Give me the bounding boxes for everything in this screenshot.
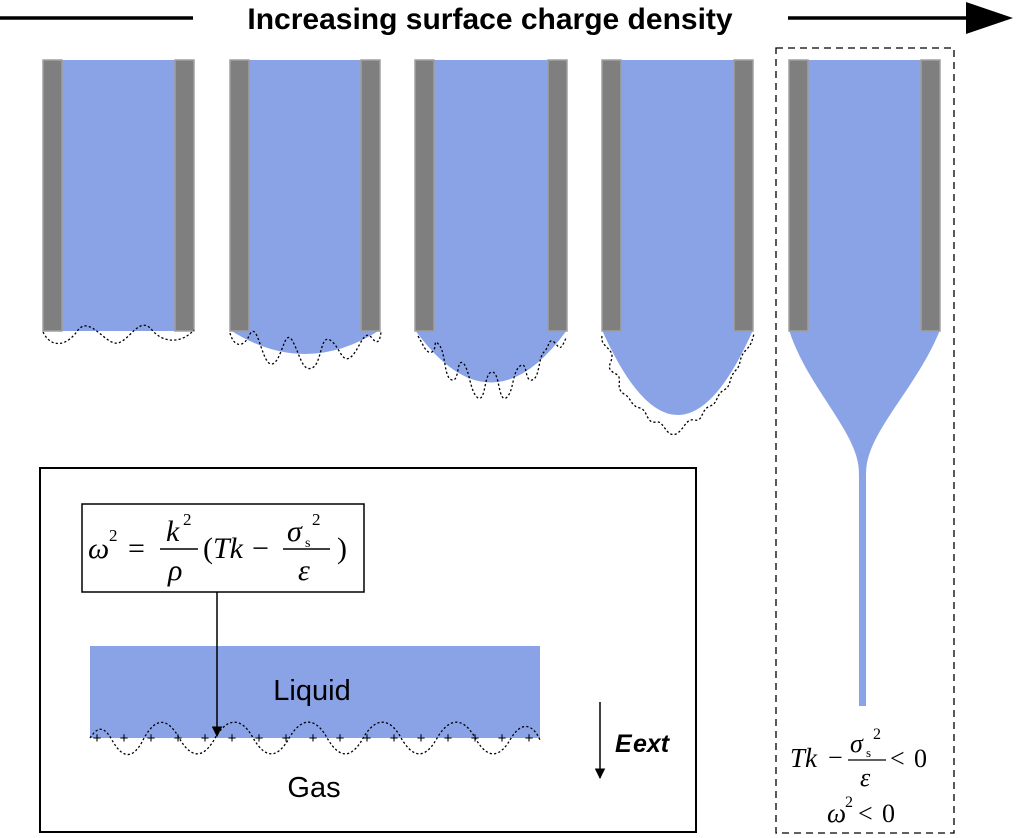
jet-cond-tk: Tk xyxy=(790,743,818,773)
surface-charge: + xyxy=(174,730,183,747)
disp-omega: ω xyxy=(88,532,109,565)
surface-charge: + xyxy=(417,730,426,747)
jet-omega-zero: 0 xyxy=(882,799,895,828)
surface-charge: + xyxy=(93,730,102,747)
nozzle-1-left-wall xyxy=(42,59,63,332)
disp-sigma-sub: s xyxy=(305,536,310,551)
jet-cond-zero: 0 xyxy=(914,744,927,773)
inset-surface-charges: + + + + + + + + + + + + + + + + + xyxy=(93,730,534,747)
surface-charge: + xyxy=(471,730,480,747)
nozzle-1-right-wall xyxy=(174,59,195,332)
surface-charge: + xyxy=(498,730,507,747)
nozzle-1 xyxy=(42,59,195,345)
disp-rho: ρ xyxy=(167,554,182,587)
nozzle-4-left-wall xyxy=(601,59,622,332)
nozzle-4-liquid xyxy=(602,60,753,415)
disp-sigma: σ xyxy=(287,515,303,548)
inset-gas-label: Gas xyxy=(287,772,340,804)
disp-equals: = xyxy=(128,532,145,565)
nozzle-3-right-wall xyxy=(547,59,568,332)
nozzle-4 xyxy=(601,59,755,436)
surface-charge: + xyxy=(336,730,345,747)
jet-liquid-in-nozzle xyxy=(808,60,921,331)
field-label-subscript: ext xyxy=(633,730,671,758)
nozzle-5-left-wall xyxy=(788,59,809,332)
surface-charge: + xyxy=(201,730,210,747)
jet-omega-lt: < xyxy=(858,799,873,828)
title-arrow-head xyxy=(966,2,1013,34)
surface-charge: + xyxy=(282,730,291,747)
title-arrow: Increasing surface charge density xyxy=(0,2,1013,36)
disp-lparen: ( xyxy=(203,532,213,565)
inset-liquid-label: Liquid xyxy=(273,675,350,707)
nozzle-3-perturbation-wave xyxy=(417,335,567,399)
nozzle-2-right-wall xyxy=(360,59,381,332)
jet-cond-minus: − xyxy=(828,743,843,772)
nozzle-2-left-wall xyxy=(229,59,250,332)
nozzle-3-left-wall xyxy=(414,59,435,332)
dispersion-relation-box xyxy=(81,503,365,593)
jet-cond-sigma-exp: 2 xyxy=(873,726,881,743)
jet-omega-condition: ω 2 < 0 xyxy=(827,794,895,828)
nozzle-2-meniscus-fill xyxy=(230,330,380,354)
nozzle-1-liquid xyxy=(62,60,175,331)
jet-omega: ω xyxy=(827,798,846,828)
surface-charge: + xyxy=(309,730,318,747)
disp-k: k xyxy=(166,515,180,548)
surface-charge: + xyxy=(147,730,156,747)
surface-charge: + xyxy=(228,730,237,747)
disp-k-exp: 2 xyxy=(183,510,192,529)
nozzle-1-perturbation-wave xyxy=(42,324,195,345)
jet-omega-exp: 2 xyxy=(845,794,853,811)
jet-cond-sigma: σ xyxy=(850,729,864,758)
jet-instability-condition: Tk − σ 2 s ε < 0 xyxy=(790,726,927,792)
nozzle-3 xyxy=(414,59,568,399)
surface-charge: + xyxy=(444,730,453,747)
jet-cone-and-jet xyxy=(789,330,940,706)
disp-sigma-exp: 2 xyxy=(312,510,321,529)
nozzle-3-liquid xyxy=(415,60,567,383)
nozzle-2-liquid xyxy=(249,60,361,353)
title-text: Increasing surface charge density xyxy=(247,3,733,36)
jet-panel-frame xyxy=(775,47,955,834)
jet-cond-lt: < xyxy=(890,744,905,773)
disp-rparen: ) xyxy=(337,532,347,565)
nozzle-4-perturbation-wave xyxy=(601,333,755,436)
disp-omega-exp: 2 xyxy=(109,526,118,545)
inset-interface-wave xyxy=(89,721,541,756)
disp-tk: Tk xyxy=(213,532,244,565)
disp-epsilon: ε xyxy=(298,554,310,587)
surface-charge: + xyxy=(363,730,372,747)
disp-minus: − xyxy=(252,532,269,565)
inset-panel: Liquid Gas + + + + + + + + + + + + + + +… xyxy=(39,467,697,833)
nozzle-2-perturbation-wave xyxy=(229,330,382,370)
jet-panel: Tk − σ 2 s ε < 0 ω 2 < 0 xyxy=(775,47,955,834)
nozzle-4-right-wall xyxy=(733,59,754,332)
field-label: E xyxy=(615,730,633,758)
surface-charge: + xyxy=(255,730,264,747)
external-field-indicator: E ext xyxy=(594,702,671,780)
surface-charge: + xyxy=(525,730,534,747)
jet-cond-sigma-sub: s xyxy=(866,745,871,760)
nozzle-2 xyxy=(229,59,382,370)
dispersion-relation: ω 2 = k 2 ρ ( Tk − σ 2 s ε ) xyxy=(88,510,347,587)
jet-cond-epsilon: ε xyxy=(860,763,871,792)
nozzle-5-right-wall xyxy=(920,59,941,332)
inset-liquid-slab xyxy=(90,646,540,738)
surface-charge: + xyxy=(120,730,129,747)
surface-charge: + xyxy=(390,730,399,747)
